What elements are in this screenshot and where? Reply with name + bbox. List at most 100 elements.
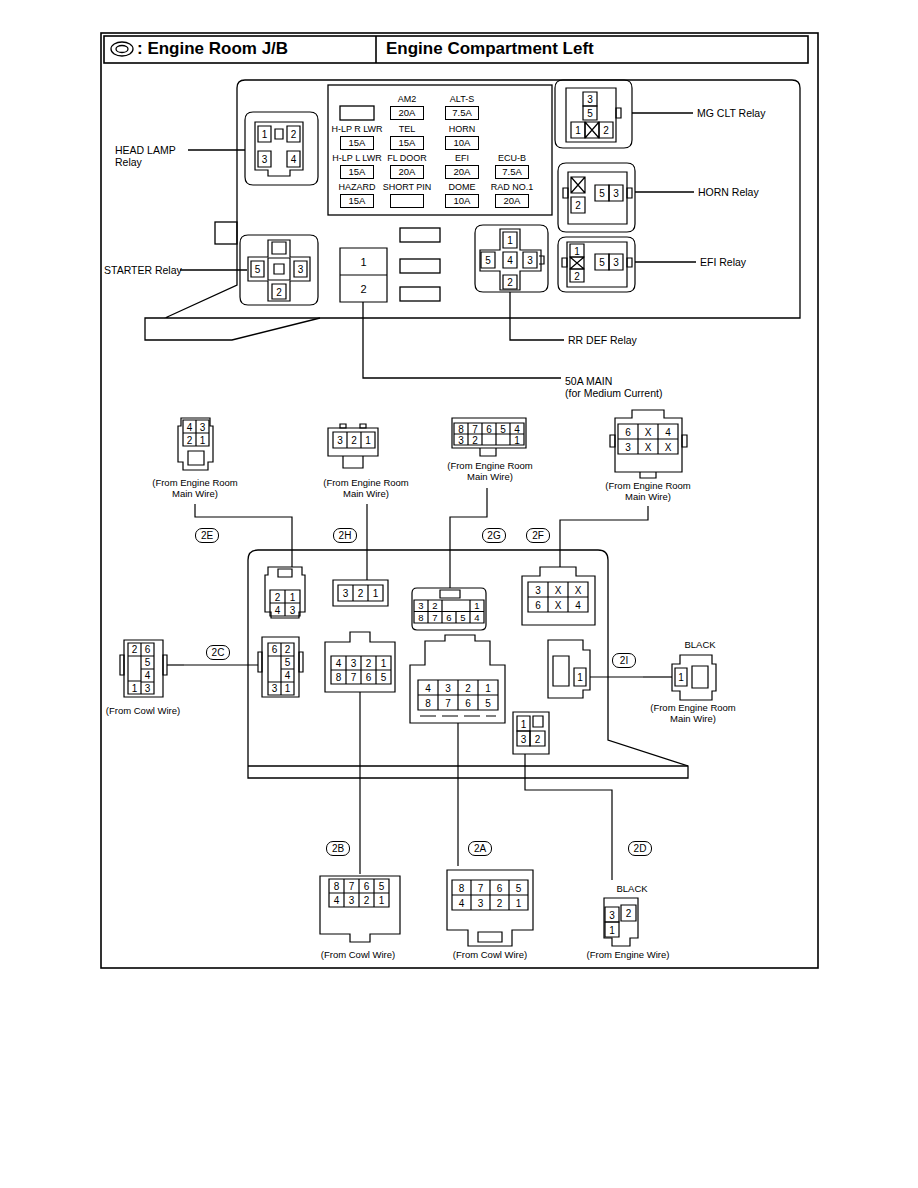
header-divider [375, 36, 377, 63]
relay-block: 3512 [555, 80, 632, 148]
fuse: HAZARD15A [340, 194, 374, 208]
part-outline [571, 197, 585, 213]
wire-color: BLACK [616, 884, 647, 894]
pin-number: 2 [276, 286, 282, 297]
part-outline [599, 122, 613, 138]
part-outline [329, 879, 389, 907]
fuse-name: H-LP L LWR [332, 154, 381, 163]
part-outline [522, 567, 595, 625]
harness-connector: 87654321(From Engine Room Main Wire) [440, 414, 540, 488]
pin-number: 5 [379, 881, 385, 892]
part-outline [583, 106, 597, 120]
connector-code-tag: 2F [526, 528, 550, 543]
pin-number: 3 [145, 683, 151, 694]
part-outline [452, 880, 528, 910]
fuse-rating: 15A [349, 138, 366, 148]
junction-block-outline [145, 318, 320, 340]
pin-number: 1 [285, 683, 291, 694]
harness-connector: 87654321(From Cowl Wire) [440, 866, 540, 966]
connector-code: 2G [487, 530, 500, 541]
pin-number: 2 [291, 129, 297, 140]
pin-number: 4 [665, 426, 671, 437]
relay-block: 15432 [475, 225, 548, 292]
fuse-name: HAZARD [338, 183, 375, 192]
connector-code: 2C [212, 647, 225, 658]
part-outline [517, 716, 530, 731]
part-outline [320, 876, 400, 942]
part-outline [120, 655, 124, 675]
pin-number: 3 [609, 909, 615, 920]
pin-number: 2 [507, 277, 513, 288]
part-outline [248, 240, 310, 301]
part-outline [268, 643, 294, 695]
pin-number: 2 [360, 282, 366, 294]
pin-number: 6 [145, 644, 151, 655]
part-outline [618, 424, 678, 454]
part-outline [258, 652, 262, 672]
pin-number: 1 [474, 600, 479, 610]
connector-code: 2H [339, 530, 352, 541]
fuse-name: TEL [399, 125, 416, 134]
pin-number: 5 [587, 108, 593, 119]
fuse-name: DOME [449, 183, 476, 192]
fuse: TEL15A [390, 136, 424, 150]
part-outline [270, 590, 300, 616]
pin-number: 5 [599, 257, 605, 268]
connector-code-tag: 2H [333, 528, 357, 543]
wire-lead [525, 754, 612, 880]
part-outline [454, 423, 524, 445]
junction-block-outline [248, 550, 688, 778]
fuse-rating: 20A [399, 108, 416, 118]
part-outline [274, 264, 284, 274]
header-text: Engine Compartment Left [386, 39, 594, 59]
pin-number: 8 [425, 697, 431, 708]
connector-code: 2D [634, 843, 647, 854]
part-outline [440, 590, 460, 598]
connector-code-tag: 2C [206, 645, 230, 660]
part-outline [268, 258, 290, 280]
fuse: DOME10A [445, 194, 479, 208]
part-outline [558, 163, 635, 232]
pin-number: 7 [472, 423, 478, 434]
junction-connector: 321 [333, 580, 388, 606]
connector-code-tag: 2I [612, 653, 636, 668]
wire-source: (From Cowl Wire) [321, 950, 395, 960]
pin-number: X [645, 441, 652, 452]
part-outline [604, 898, 638, 946]
pin-number: 2 [465, 682, 471, 693]
empty-slot [400, 228, 440, 242]
pin-number: 4 [334, 895, 340, 906]
pin-number: 2 [432, 600, 437, 610]
pin-number: 3 [418, 600, 423, 610]
pin-number: 5 [460, 612, 465, 622]
pin-number: 2 [285, 644, 291, 655]
wire-lead [560, 506, 648, 567]
fuse-rating: 20A [504, 196, 521, 206]
part-outline [294, 261, 307, 277]
pin-number: 3 [200, 421, 206, 432]
part-outline [615, 410, 682, 472]
part-outline [178, 418, 213, 470]
pin-number: 1 [132, 683, 138, 694]
wire-source: (From Engine Room Main Wire) [316, 478, 416, 500]
pin-number: 4 [514, 423, 520, 434]
pin-number: 2 [574, 270, 580, 281]
part-outline [347, 432, 361, 448]
part-outline [568, 172, 627, 224]
connector-code-tag: 2D [628, 841, 652, 856]
pin-number: 2 [358, 588, 364, 599]
junction-connector: 132 [513, 712, 549, 754]
part-outline [452, 418, 526, 448]
pin-number: 2 [497, 897, 503, 908]
pin-number: 5 [516, 882, 522, 893]
fuse: ECU-B7.5A [495, 165, 529, 179]
fuse-name: H-LP R LWR [331, 125, 382, 134]
fuse-rating: 10A [454, 196, 471, 206]
part-outline [128, 643, 154, 694]
pin-number: 1 [200, 434, 206, 445]
pin-number: 8 [418, 612, 423, 622]
part-outline [627, 258, 632, 267]
fuse-name: SHORT PIN [383, 183, 432, 192]
pin-number: 1 [379, 895, 385, 906]
harness-connector: 265413(From Cowl Wire) [103, 637, 184, 719]
